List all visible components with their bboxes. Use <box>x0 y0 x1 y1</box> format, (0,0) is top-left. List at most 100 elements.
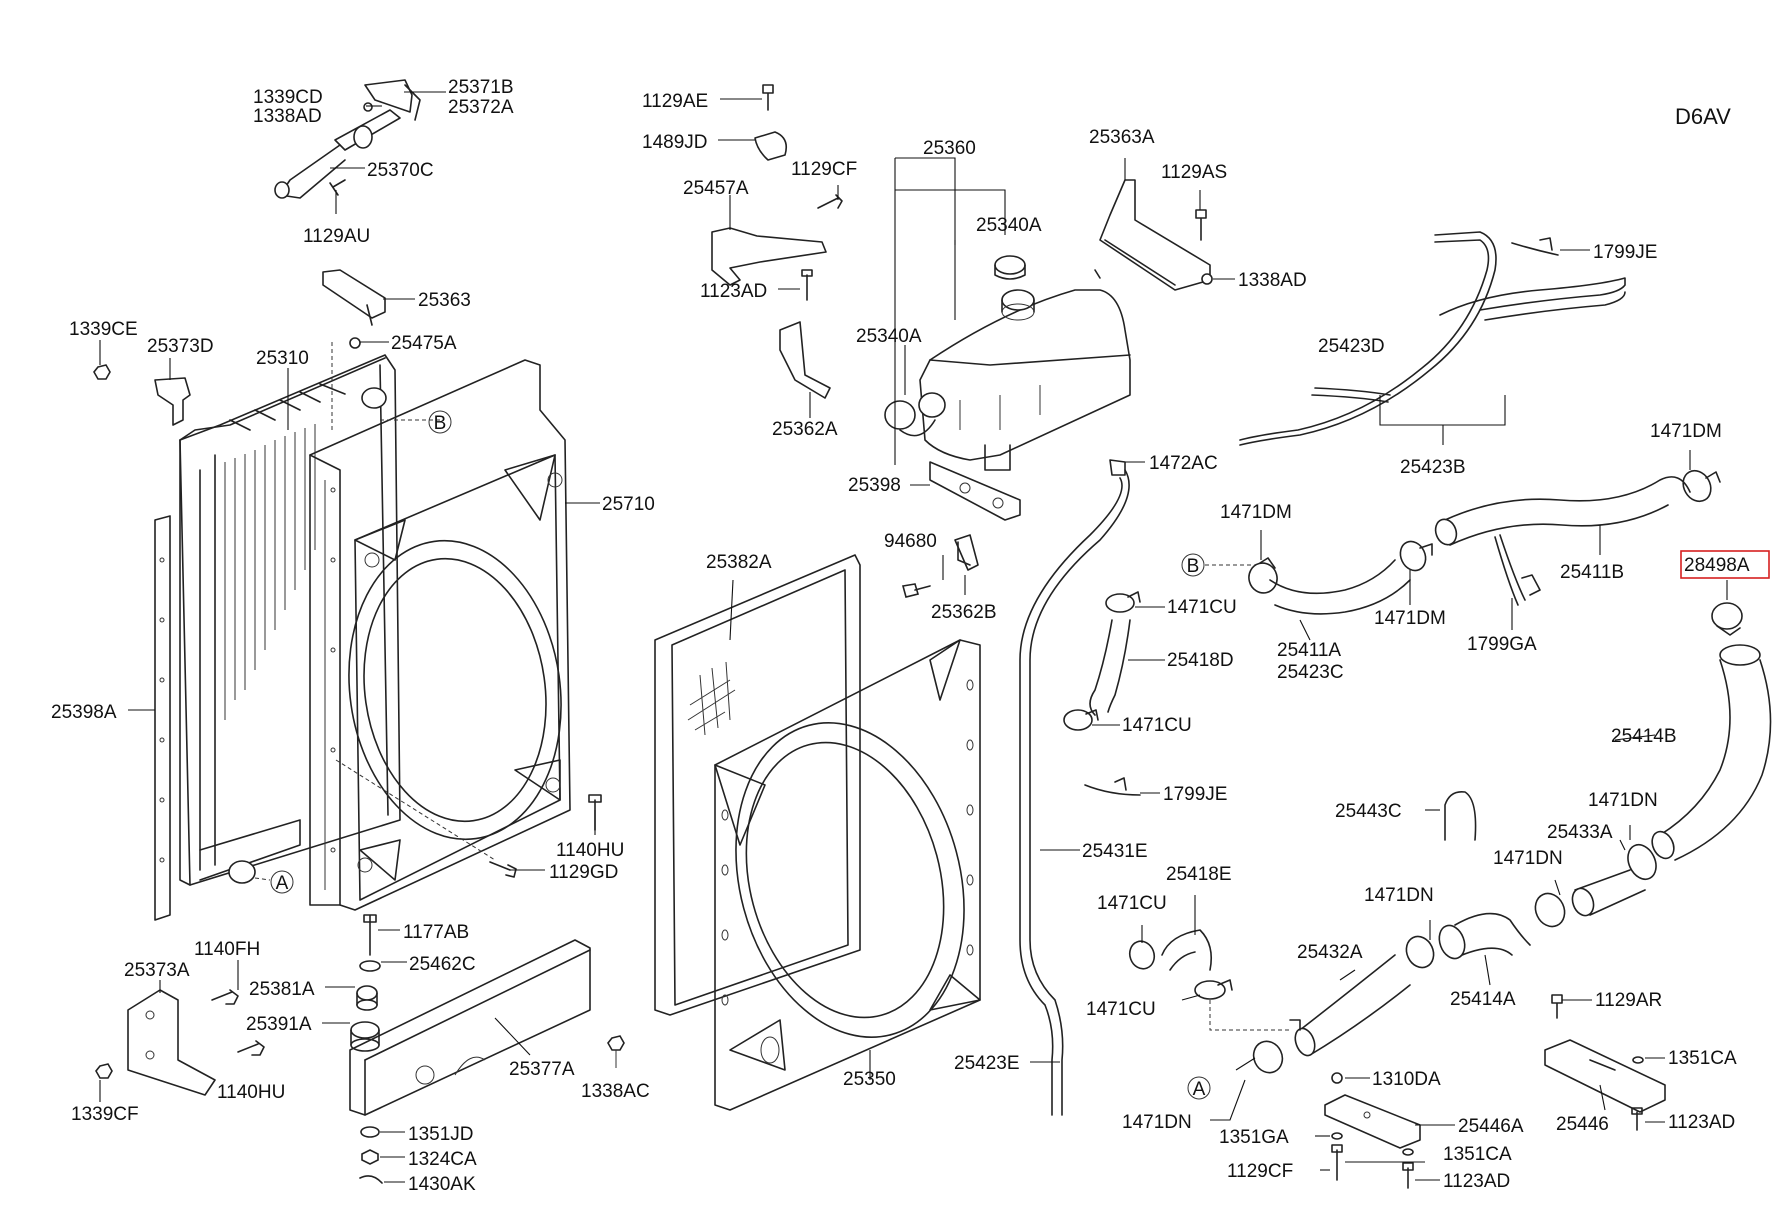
label-1471DM-top: 1471DM <box>1650 421 1722 442</box>
reference-markers: B A B A <box>270 410 1211 1100</box>
label-1123AD-lower: 1123AD <box>1443 1171 1510 1192</box>
label-1339CF: 1339CF <box>71 1104 139 1125</box>
label-1471DN-bottom: 1471DN <box>1122 1112 1192 1133</box>
fan-shroud-25350 <box>714 639 981 1111</box>
label-25381A: 25381A <box>249 979 315 1000</box>
label-1123AD-tank: 1123AD <box>700 281 767 302</box>
label-25418D: 25418D <box>1167 650 1234 671</box>
label-1129GD: 1129GD <box>549 862 618 883</box>
upper-stay-parts <box>93 79 421 426</box>
ref-marker-b-radiator <box>428 410 452 434</box>
label-25398A: 25398A <box>51 702 117 723</box>
label-25414A: 25414A <box>1450 989 1516 1010</box>
fan-shroud-25710 <box>309 359 571 911</box>
label-1310DA: 1310DA <box>1372 1069 1441 1090</box>
label-1351JD: 1351JD <box>408 1124 474 1145</box>
label-1338AC: 1338AC <box>581 1081 650 1102</box>
ref-marker-b-hose-label: B <box>1187 556 1200 577</box>
label-25411A: 25411A <box>1277 640 1341 661</box>
label-25411B: 25411B <box>1560 562 1624 583</box>
seal-gasket-25382A <box>654 554 861 1016</box>
label-25431E: 25431E <box>1082 841 1148 862</box>
label-1799GA: 1799GA <box>1467 634 1537 655</box>
engine-code: D6AV <box>1675 104 1731 129</box>
label-25446: 25446 <box>1556 1114 1609 1135</box>
label-1471DN-top: 1471DN <box>1588 790 1658 811</box>
part-number-labels: D6AV 1339CD 1338AD 25371B 25372A 25370C … <box>51 77 1770 1195</box>
upper-right-brackets <box>1099 179 1626 446</box>
label-1471CU-top: 1471CU <box>1167 597 1237 618</box>
label-1471CU-mid: 1471CU <box>1122 715 1192 736</box>
label-25462C: 25462C <box>409 954 476 975</box>
label-25443C: 25443C <box>1335 801 1402 822</box>
label-1140FH: 1140FH <box>194 939 260 960</box>
label-25414B: 25414B <box>1611 726 1677 747</box>
label-1129CF-tank: 1129CF <box>791 159 857 180</box>
label-1351CA-right: 1351CA <box>1668 1048 1737 1069</box>
label-1338AD-bracket: 1338AD <box>1238 270 1307 291</box>
label-25372A: 25372A <box>448 97 514 118</box>
label-1177AB: 1177AB <box>403 922 469 943</box>
label-1140HU-shroud: 1140HU <box>556 840 624 861</box>
label-94680: 94680 <box>884 531 937 552</box>
label-1129AS: 1129AS <box>1161 162 1227 183</box>
label-1471DM-mid: 1471DM <box>1374 608 1446 629</box>
label-1339CE: 1339CE <box>69 319 138 340</box>
label-1129AR: 1129AR <box>1595 990 1662 1011</box>
label-1338AD: 1338AD <box>253 106 322 127</box>
label-25457A: 25457A <box>683 178 749 199</box>
label-25377A: 25377A <box>509 1059 575 1080</box>
label-1471CU-bottom: 1471CU <box>1086 999 1156 1020</box>
label-1471DN-left: 1471DN <box>1364 885 1434 906</box>
label-1799JE-mid: 1799JE <box>1163 784 1227 805</box>
label-25446A: 25446A <box>1458 1116 1524 1137</box>
label-25310: 25310 <box>256 348 309 369</box>
label-1339CD: 1339CD <box>253 87 323 108</box>
label-25433A: 25433A <box>1547 822 1613 843</box>
label-25371B: 25371B <box>448 77 514 98</box>
label-25423E: 25423E <box>954 1053 1020 1074</box>
label-25398: 25398 <box>848 475 901 496</box>
label-25423D: 25423D <box>1318 336 1385 357</box>
ref-marker-a-radiator <box>270 870 294 894</box>
leader-lines <box>99 91 1728 1183</box>
ref-marker-a-hose-label: A <box>1193 1079 1206 1100</box>
label-25360: 25360 <box>923 138 976 159</box>
label-25423C: 25423C <box>1277 662 1344 683</box>
label-1129CF-lower: 1129CF <box>1227 1161 1293 1182</box>
label-1351GA: 1351GA <box>1219 1127 1289 1148</box>
reservoir-tank-assembly <box>711 84 1131 1116</box>
label-25391A: 25391A <box>246 1014 312 1035</box>
lower-mounting-parts <box>95 794 625 1184</box>
label-25382A: 25382A <box>706 552 772 573</box>
label-1471CU-lower: 1471CU <box>1097 893 1167 914</box>
hose-set <box>1063 469 1772 1189</box>
ref-marker-a-hose <box>1187 1076 1211 1100</box>
label-25418E: 25418E <box>1166 864 1232 885</box>
label-25363: 25363 <box>418 290 471 311</box>
label-1140HU-mount: 1140HU <box>217 1082 285 1103</box>
ref-marker-a-label: A <box>276 873 289 894</box>
label-1471DM-left: 1471DM <box>1220 502 1292 523</box>
label-25363A: 25363A <box>1089 127 1155 148</box>
label-25432A: 25432A <box>1297 942 1363 963</box>
label-25340A-side: 25340A <box>856 326 922 347</box>
highlighted-part-box <box>1680 550 1770 579</box>
label-1129AE: 1129AE <box>642 91 708 112</box>
label-25362B: 25362B <box>931 602 997 623</box>
label-25423B: 25423B <box>1400 457 1466 478</box>
label-28498A: 28498A <box>1684 555 1750 576</box>
label-1324CA: 1324CA <box>408 1149 477 1170</box>
label-1489JD: 1489JD <box>642 132 708 153</box>
label-1129AU: 1129AU <box>303 226 370 247</box>
label-1472AC: 1472AC <box>1149 453 1218 474</box>
label-25710: 25710 <box>602 494 655 515</box>
label-1799JE-top: 1799JE <box>1593 242 1657 263</box>
radiator-assembly <box>154 354 401 921</box>
label-25373A: 25373A <box>124 960 190 981</box>
label-25340A-top: 25340A <box>976 215 1042 236</box>
label-25362A: 25362A <box>772 419 838 440</box>
label-1430AK: 1430AK <box>408 1174 476 1195</box>
